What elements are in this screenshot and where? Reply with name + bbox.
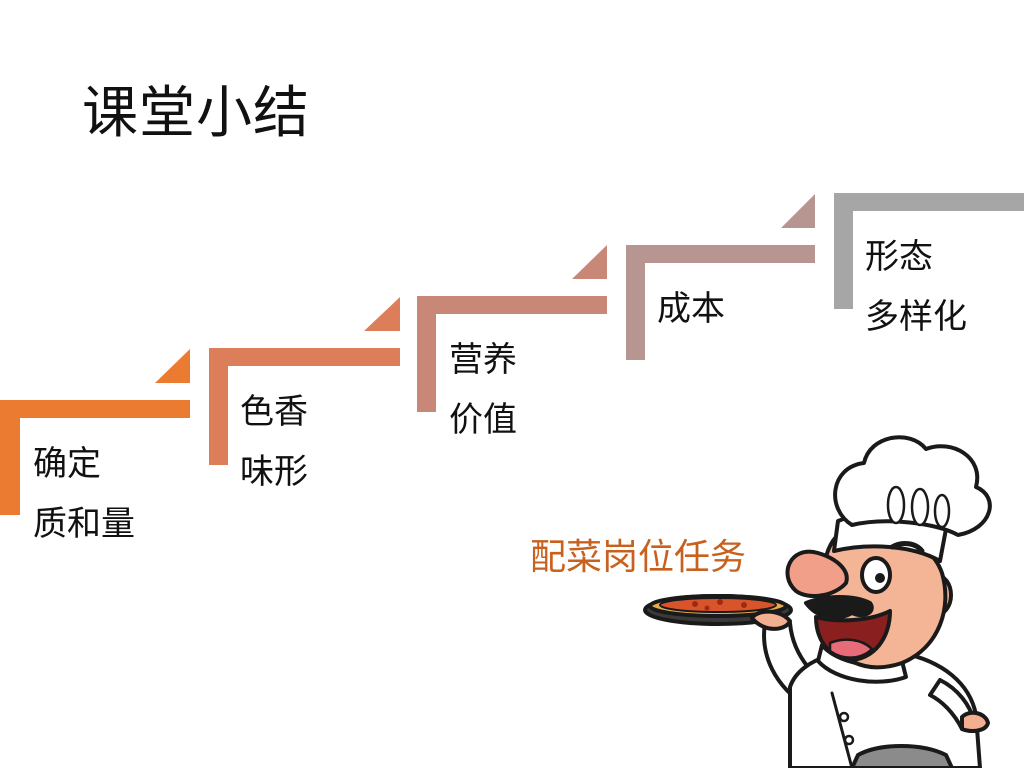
step-3-line-1: 营养 xyxy=(449,340,517,380)
step-4-label: 成本 xyxy=(657,279,725,339)
slide-title: 课堂小结 xyxy=(82,81,310,146)
chef-with-pizza-icon xyxy=(643,435,992,768)
step-1-shape xyxy=(0,349,190,515)
step-2-shape xyxy=(209,297,400,465)
step-4-shape xyxy=(626,194,815,360)
step-2-line-1: 色香 xyxy=(240,392,308,432)
step-5-shape xyxy=(834,193,1024,309)
step-4-line-1: 成本 xyxy=(657,289,725,329)
step-1-line-2: 质和量 xyxy=(33,504,135,544)
step-3-shape xyxy=(417,245,607,412)
step-5-label: 形态 多样化 xyxy=(865,227,967,347)
task-subtitle: 配菜岗位任务 xyxy=(530,537,747,578)
step-2-label: 色香 味形 xyxy=(240,382,308,502)
step-2-line-2: 味形 xyxy=(240,452,308,492)
step-3-line-2: 价值 xyxy=(449,400,517,440)
step-5-line-1: 形态 xyxy=(865,237,933,277)
step-1-label: 确定 质和量 xyxy=(33,434,135,554)
step-1-line-1: 确定 xyxy=(33,444,101,484)
step-3-label: 营养 价值 xyxy=(449,330,517,450)
step-5-line-2: 多样化 xyxy=(865,297,967,337)
